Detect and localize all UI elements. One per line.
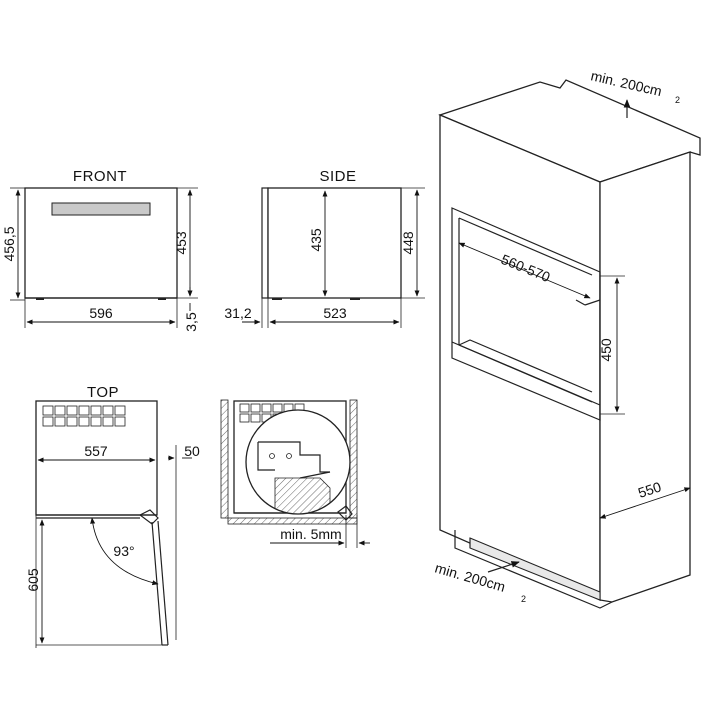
front-title: FRONT	[73, 168, 127, 185]
top-view: TOP 557 50 93° 605	[25, 384, 200, 648]
cabinet-vent-bottom-sup: 2	[521, 594, 526, 604]
cabinet-side	[599, 151, 691, 603]
top-opening-angle-label: 93°	[113, 543, 134, 559]
front-foot-height-label: 3,5	[183, 312, 199, 332]
top-title: TOP	[87, 384, 119, 401]
side-depth-label: 523	[323, 305, 347, 321]
top-vent-grid	[42, 405, 126, 427]
detail-view: min. 5mm	[220, 399, 370, 548]
cabinet-view: min. 200cm 2 560-570 450 550 min. 200cm …	[433, 67, 701, 609]
side-view: SIDE 435 448 31,2 523	[224, 168, 425, 328]
front-total-height-label: 456,5	[1, 226, 17, 261]
side-front-panel	[261, 187, 269, 299]
cabinet-front	[439, 114, 601, 601]
front-body-height-label: 453	[173, 231, 189, 255]
side-body-height-label: 448	[400, 231, 416, 255]
side-title: SIDE	[319, 168, 356, 185]
detail-right-wall	[349, 399, 358, 519]
side-inner-height-label: 435	[308, 228, 324, 252]
front-width-label: 596	[89, 305, 113, 321]
top-door-offset-label: 50	[184, 443, 200, 459]
cabinet-niche-height-label: 450	[598, 338, 614, 362]
detail-min-gap-label: min. 5mm	[280, 526, 341, 542]
top-door-swing-label: 605	[25, 568, 41, 592]
side-front-depth-label: 31,2	[224, 305, 251, 321]
side-body	[267, 187, 402, 299]
front-view: FRONT 456,5 453 596 3,5	[1, 168, 199, 332]
cabinet-depth-label: 550	[636, 478, 663, 501]
top-inner-width-label: 557	[84, 443, 108, 459]
front-display-panel	[51, 202, 151, 216]
detail-left-wall	[220, 399, 229, 519]
cabinet-vent-top-sup: 2	[675, 95, 680, 105]
